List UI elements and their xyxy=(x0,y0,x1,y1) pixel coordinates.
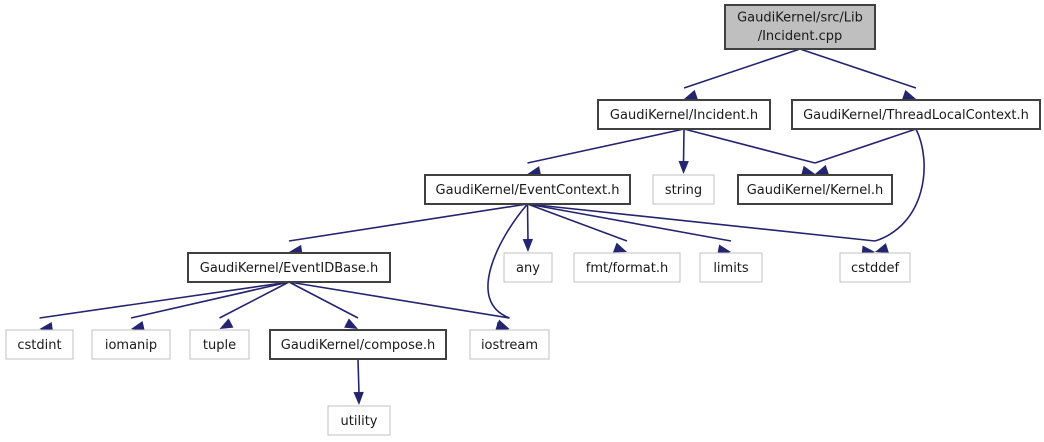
node-label-tuple: tuple xyxy=(203,338,236,353)
node-box-tuple[interactable] xyxy=(189,329,250,360)
edge-compose_h-to-utility xyxy=(357,358,360,395)
edge-threadlocal_h-to-cstddef-arrowhead xyxy=(875,243,889,254)
node-box-compose_h[interactable] xyxy=(269,329,447,360)
edge-layer xyxy=(39,48,925,405)
edge-eventidbase_h-to-compose_h xyxy=(288,281,359,319)
node-incident_cpp[interactable]: GaudiKernel/src/Lib/Incident.cpp xyxy=(724,4,876,50)
node-label-cstdint: cstdint xyxy=(17,338,61,353)
edge-threadlocal_h-to-cstddef xyxy=(874,128,925,242)
edge-eventidbase_h-to-iostream-arrowhead xyxy=(495,321,510,333)
node-box-any[interactable] xyxy=(503,252,553,283)
node-label-cstddef: cstddef xyxy=(851,261,900,276)
node-limits[interactable]: limits xyxy=(699,252,763,283)
node-label-fmt_format_h: fmt/format.h xyxy=(586,261,668,276)
edge-eventcontext_h-to-any xyxy=(526,203,529,242)
edge-threadlocal_h-to-kernel_h-arrowhead xyxy=(815,164,829,175)
node-threadlocal_h[interactable]: GaudiKernel/ThreadLocalContext.h xyxy=(791,99,1041,130)
edge-eventcontext_h-to-limits-arrowhead xyxy=(717,244,731,255)
node-label-incident_h: GaudiKernel/Incident.h xyxy=(610,108,758,123)
node-box-utility[interactable] xyxy=(327,405,391,436)
node-label-eventcontext_h: GaudiKernel/EventContext.h xyxy=(436,183,620,198)
node-any[interactable]: any xyxy=(503,252,553,283)
node-box-limits[interactable] xyxy=(699,252,763,283)
edge-eventidbase_h-to-compose_h-arrowhead xyxy=(344,318,358,329)
edge-eventidbase_h-to-iomanip-arrowhead xyxy=(131,321,145,332)
node-box-cstdint[interactable] xyxy=(5,329,74,360)
node-box-eventidbase_h[interactable] xyxy=(187,252,391,283)
node-box-threadlocal_h[interactable] xyxy=(791,99,1041,130)
node-layer: GaudiKernel/src/Lib/Incident.cppGaudiKer… xyxy=(5,4,1041,436)
node-box-incident_cpp[interactable] xyxy=(724,4,876,50)
edge-compose_h-to-utility-arrowhead xyxy=(353,391,364,405)
edge-eventcontext_h-to-cstddef xyxy=(527,203,876,242)
edge-incident_h-to-eventcontext_h xyxy=(527,128,685,164)
node-compose_h[interactable]: GaudiKernel/compose.h xyxy=(269,329,447,360)
node-kernel_h[interactable]: GaudiKernel/Kernel.h xyxy=(737,174,893,205)
node-label-iomanip: iomanip xyxy=(105,338,157,353)
node-iomanip[interactable]: iomanip xyxy=(91,329,171,360)
node-label-incident_cpp-line2: /Incident.cpp xyxy=(758,29,843,44)
edge-eventcontext_h-to-any-arrowhead xyxy=(522,238,534,252)
node-label-incident_cpp-line1: GaudiKernel/src/Lib xyxy=(737,11,863,26)
node-box-fmt_format_h[interactable] xyxy=(573,252,681,283)
edge-eventidbase_h-to-iomanip xyxy=(130,281,290,319)
edge-eventcontext_h-to-iostream xyxy=(487,203,529,319)
edge-incident_h-to-string xyxy=(682,128,685,164)
node-label-limits: limits xyxy=(713,261,749,276)
node-fmt_format_h[interactable]: fmt/format.h xyxy=(573,252,681,283)
node-cstddef[interactable]: cstddef xyxy=(839,252,911,283)
node-label-iostream: iostream xyxy=(481,338,538,353)
edge-incident_cpp-to-threadlocal_h-arrowhead xyxy=(902,89,916,100)
node-box-incident_h[interactable] xyxy=(597,99,771,130)
node-box-cstddef[interactable] xyxy=(839,252,911,283)
edge-eventidbase_h-to-tuple-arrowhead xyxy=(219,318,234,329)
node-label-any: any xyxy=(516,261,540,276)
edge-eventidbase_h-to-iostream xyxy=(288,281,510,319)
edge-eventcontext_h-to-fmt_format_h-arrowhead xyxy=(613,242,627,253)
node-box-string[interactable] xyxy=(652,174,715,205)
node-utility[interactable]: utility xyxy=(327,405,391,436)
edge-incident_cpp-to-incident_h-arrowhead xyxy=(684,89,698,100)
node-eventidbase_h[interactable]: GaudiKernel/EventIDBase.h xyxy=(187,252,391,283)
edge-eventidbase_h-to-tuple xyxy=(219,281,290,319)
edge-incident_h-to-eventcontext_h-arrowhead xyxy=(527,166,542,177)
node-box-kernel_h[interactable] xyxy=(737,174,893,205)
node-tuple[interactable]: tuple xyxy=(189,329,250,360)
edge-incident_h-to-kernel_h xyxy=(683,128,816,164)
node-label-utility: utility xyxy=(341,414,378,429)
node-label-string: string xyxy=(665,183,702,198)
node-string[interactable]: string xyxy=(652,174,715,205)
node-label-kernel_h: GaudiKernel/Kernel.h xyxy=(747,183,884,198)
edge-eventcontext_h-to-eventidbase_h xyxy=(288,203,528,242)
node-label-threadlocal_h: GaudiKernel/ThreadLocalContext.h xyxy=(803,108,1029,123)
edge-incident_cpp-to-incident_h xyxy=(683,48,801,89)
node-cstdint[interactable]: cstdint xyxy=(5,329,74,360)
node-incident_h[interactable]: GaudiKernel/Incident.h xyxy=(597,99,771,130)
node-label-compose_h: GaudiKernel/compose.h xyxy=(281,338,435,353)
edge-eventidbase_h-to-cstdint xyxy=(39,281,290,319)
edge-incident_cpp-to-threadlocal_h xyxy=(799,48,917,89)
edge-eventcontext_h-to-limits xyxy=(527,203,732,242)
edge-incident_h-to-kernel_h-arrowhead xyxy=(801,165,815,176)
node-box-iostream[interactable] xyxy=(469,329,550,360)
node-box-iomanip[interactable] xyxy=(91,329,171,360)
edge-threadlocal_h-to-kernel_h xyxy=(814,128,917,164)
node-label-eventidbase_h: GaudiKernel/EventIDBase.h xyxy=(200,261,378,276)
edge-incident_h-to-string-arrowhead xyxy=(678,160,689,174)
node-eventcontext_h[interactable]: GaudiKernel/EventContext.h xyxy=(424,174,631,205)
node-iostream[interactable]: iostream xyxy=(469,329,550,360)
edge-eventcontext_h-to-fmt_format_h xyxy=(527,203,628,242)
node-box-eventcontext_h[interactable] xyxy=(424,174,631,205)
